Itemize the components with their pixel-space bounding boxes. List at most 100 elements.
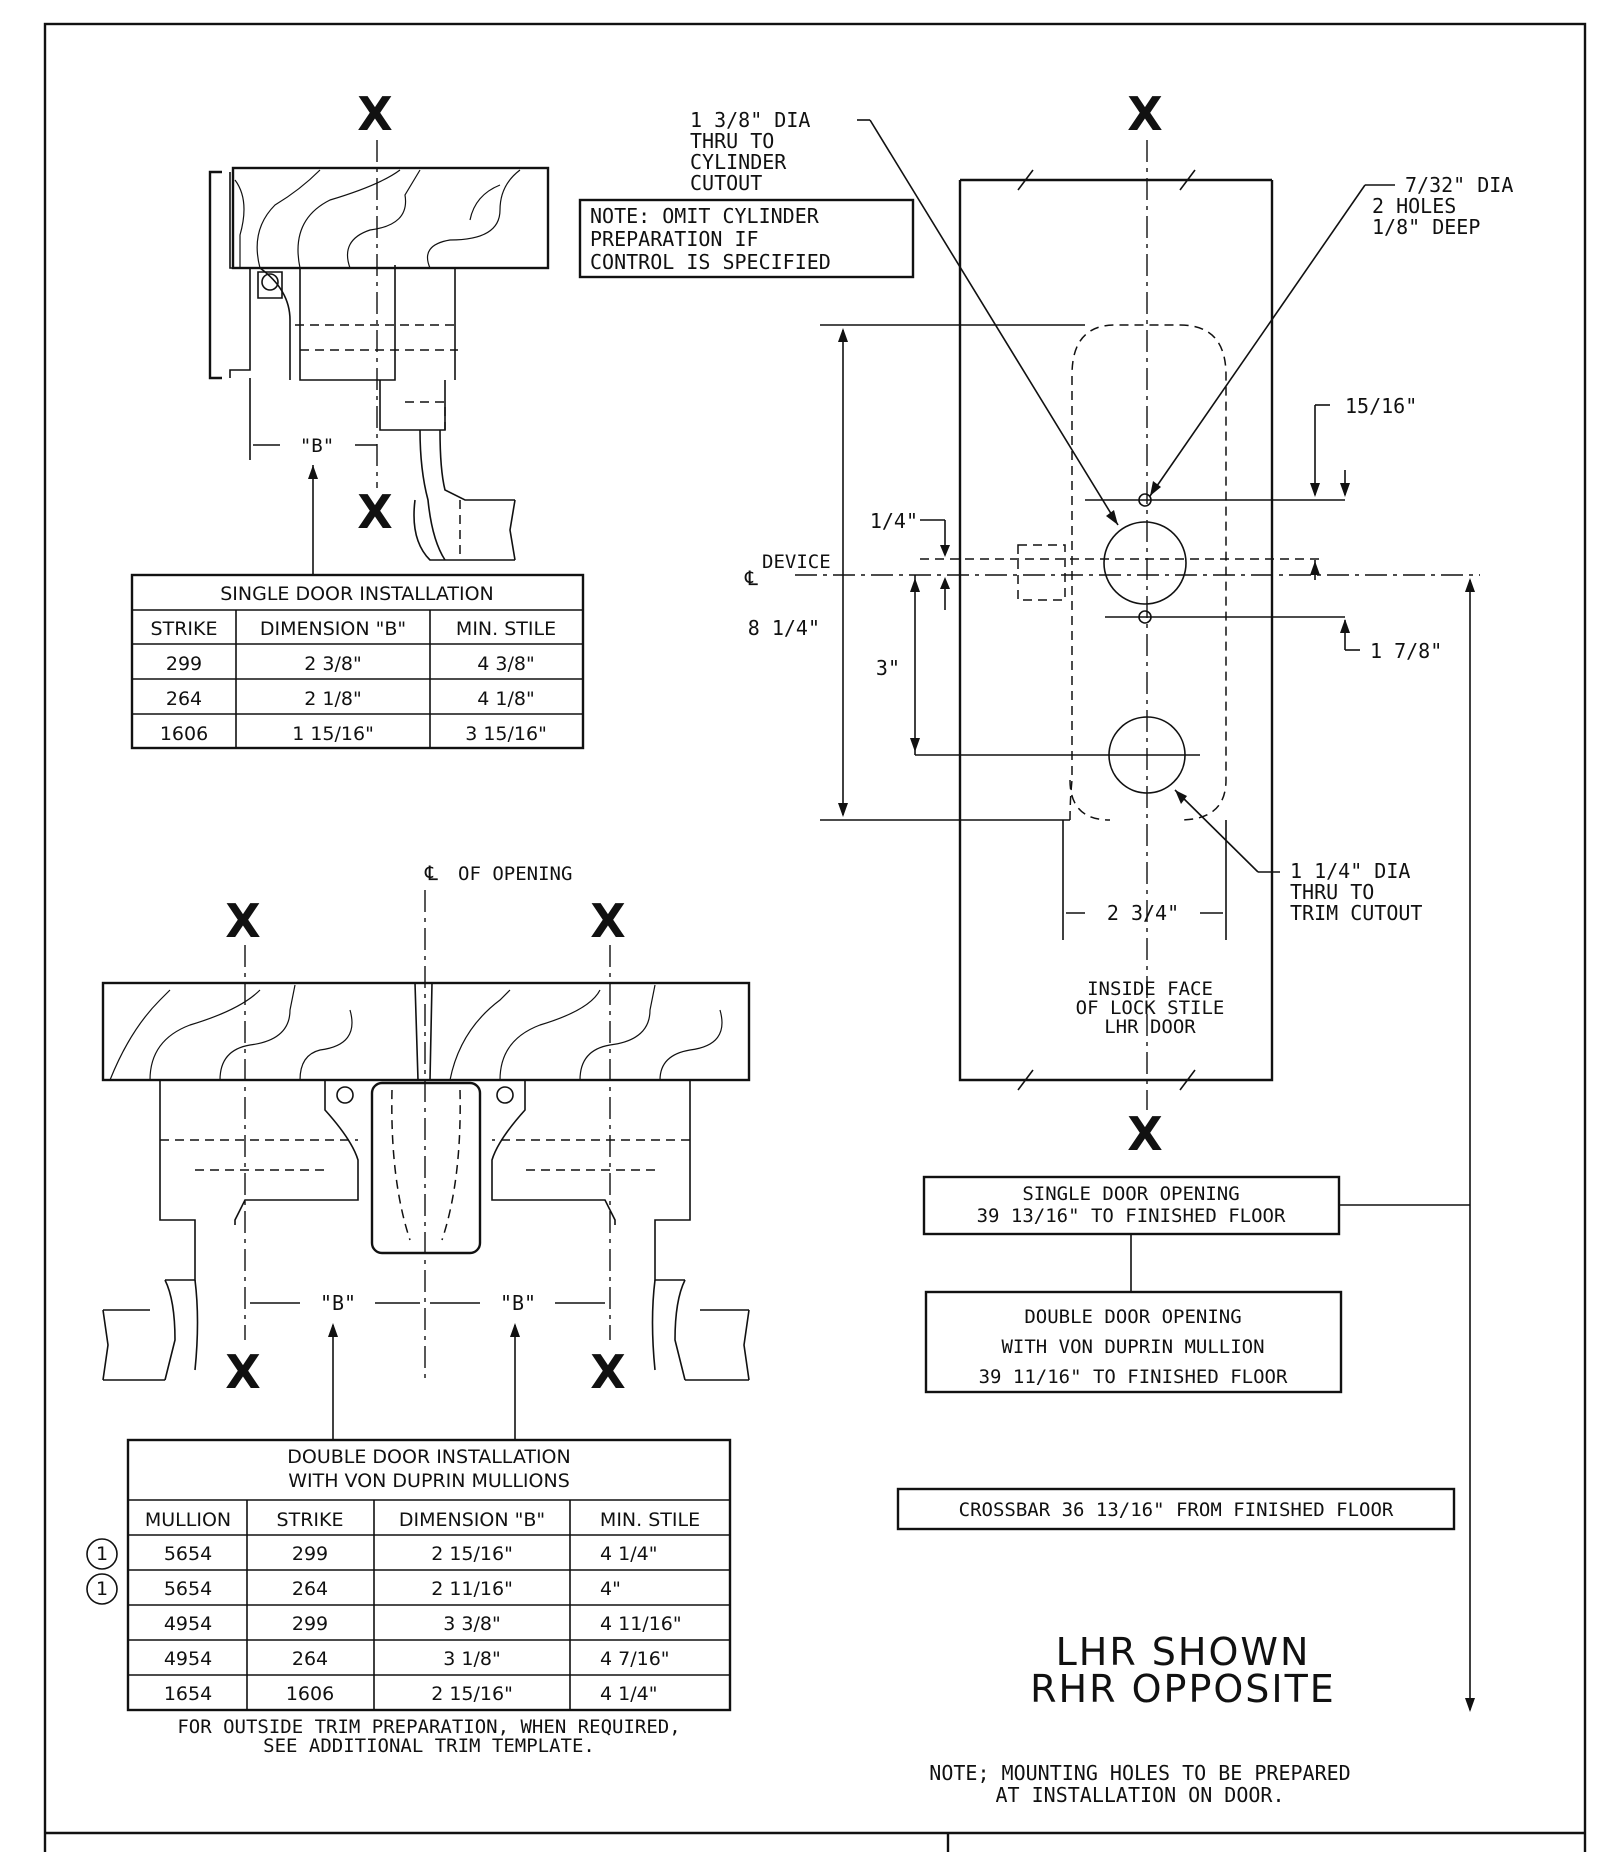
table-cell: 299: [292, 1613, 328, 1635]
single-door-section: X X "B": [208, 87, 550, 575]
table-cell: 4 7/16": [600, 1648, 670, 1670]
dim-1-7-8: 1 7/8": [1370, 639, 1442, 663]
of-opening-label: OF OPENING: [458, 863, 572, 885]
table-cell: 4 1/8": [477, 688, 534, 710]
table-cell: 4": [600, 1578, 621, 1600]
dim-b-right: "B": [500, 1291, 536, 1315]
table-cell: 5654: [164, 1543, 212, 1565]
lock-stile-template: X X 8 1/4" 3" 1/4": [744, 87, 1513, 1712]
table-cell: 2 15/16": [431, 1543, 513, 1565]
outside-trim-note-2: SEE ADDITIONAL TRIM TEMPLATE.: [263, 1735, 595, 1757]
table-cell: 264: [292, 1648, 328, 1670]
x-mark-bottom-right: X: [1127, 1107, 1162, 1161]
double-header-strike: STRIKE: [277, 1509, 344, 1531]
note-line: 39 13/16" TO FINISHED FLOOR: [977, 1205, 1286, 1227]
single-table-title: SINGLE DOOR INSTALLATION: [220, 583, 494, 605]
note-line: CONTROL IS SPECIFIED: [590, 250, 831, 274]
sheet-border: [43, 22, 1587, 1852]
table-cell: 2 1/8": [304, 688, 361, 710]
note-line: THRU TO: [690, 129, 774, 153]
note-line: 39 11/16" TO FINISHED FLOOR: [979, 1366, 1288, 1388]
note-line: CYLINDER: [690, 150, 787, 174]
table-cell: 1606: [160, 723, 208, 745]
handing-line-1: LHR SHOWN: [1056, 1630, 1311, 1674]
dim-3: 3": [876, 656, 900, 680]
note-line: CUTOUT: [690, 171, 762, 195]
x-mark-top-left: X: [357, 87, 392, 141]
door-wood: [231, 166, 550, 270]
note-line: 1 3/8" DIA: [690, 108, 810, 132]
dim-15-16: 15/16": [1345, 394, 1417, 418]
double-opening-box: [924, 1290, 1343, 1394]
table-cell: 3 3/8": [443, 1613, 500, 1635]
cl-device-symbol: ℄: [744, 566, 758, 590]
note-line: THRU TO: [1290, 880, 1374, 904]
device-label: DEVICE: [762, 551, 831, 573]
table-cell: 4 3/8": [477, 653, 534, 675]
table-cell: 299: [166, 653, 202, 675]
double-header-stile: MIN. STILE: [600, 1509, 700, 1531]
note-line: 1/8" DEEP: [1372, 215, 1480, 239]
table-cell: 1606: [286, 1683, 334, 1705]
note-marker-circle: [86, 1538, 118, 1570]
note-line: WITH VON DUPRIN MULLION: [1001, 1336, 1264, 1358]
note-line: 2 HOLES: [1372, 194, 1456, 218]
dim-b-left: "B": [320, 1291, 356, 1315]
single-header-stile: MIN. STILE: [456, 618, 556, 640]
note-marker: 1: [96, 1578, 108, 1600]
dim-8-1-4: 8 1/4": [748, 616, 820, 640]
table-cell: 3 1/8": [443, 1648, 500, 1670]
double-header-mullion: MULLION: [145, 1509, 231, 1531]
x-mark-dd-left-low: X: [225, 1345, 260, 1399]
omit-cylinder-box: [578, 198, 915, 279]
double-table-title-2: WITH VON DUPRIN MULLIONS: [288, 1470, 570, 1492]
double-door-wood: [101, 981, 751, 1082]
table-cell: 4 1/4": [600, 1683, 657, 1705]
table-cell: 1 15/16": [292, 723, 374, 745]
x-mark-dd-left: X: [225, 894, 260, 948]
table-cell: 4 1/4": [600, 1543, 657, 1565]
mounting-note-2: AT INSTALLATION ON DOOR.: [996, 1783, 1285, 1807]
note-line: NOTE: OMIT CYLINDER: [590, 204, 820, 228]
mullion: [370, 1081, 482, 1255]
table-cell: 4954: [164, 1648, 212, 1670]
dim-1-4: 1/4": [870, 509, 918, 533]
table-cell: 264: [166, 688, 202, 710]
note-line: DOUBLE DOOR OPENING: [1024, 1306, 1241, 1328]
table-cell: 3 15/16": [465, 723, 547, 745]
note-marker: 1: [96, 1543, 108, 1565]
x-mark-top-left-lower: X: [357, 485, 392, 539]
table-cell: 264: [292, 1578, 328, 1600]
note-line: INSIDE FACE: [1087, 978, 1213, 1000]
double-door-section: ℄ OF OPENING X X X X: [101, 861, 751, 1440]
x-mark-dd-right: X: [590, 894, 625, 948]
note-line: OF LOCK STILE: [1076, 997, 1225, 1019]
note-marker-circle: [86, 1573, 118, 1605]
double-table-rows: 5654 299 2 15/16" 4 1/4" 1 5654 264 2 11/16" 4" 1…: [86, 1538, 682, 1705]
note-line: TRIM CUTOUT: [1290, 901, 1422, 925]
note-line: LHR DOOR: [1104, 1016, 1196, 1038]
outside-trim-note-1: FOR OUTSIDE TRIM PREPARATION, WHEN REQUI…: [177, 1716, 680, 1738]
single-header-strike: STRIKE: [151, 618, 218, 640]
note-line: PREPARATION IF: [590, 227, 759, 251]
table-cell: 4954: [164, 1613, 212, 1635]
dim-2-3-4: 2 3/4": [1107, 901, 1179, 925]
cl-opening-symbol: ℄: [424, 861, 438, 885]
table-cell: 299: [292, 1543, 328, 1565]
crossbar-box: [896, 1487, 1456, 1531]
handing-line-2: RHR OPPOSITE: [1030, 1667, 1336, 1711]
x-mark-top-right: X: [1127, 87, 1162, 141]
note-line: SINGLE DOOR OPENING: [1022, 1183, 1239, 1205]
single-header-dim: DIMENSION "B": [260, 618, 406, 640]
table-cell: 1654: [164, 1683, 212, 1705]
table-cell: 4 11/16": [600, 1613, 682, 1635]
opening-notes: SINGLE DOOR OPENING 39 13/16" TO FINISHE…: [896, 1175, 1456, 1807]
note-line: 1 1/4" DIA: [1290, 859, 1410, 883]
note-line: 7/32" DIA: [1405, 173, 1513, 197]
table-cell: 2 11/16": [431, 1578, 513, 1600]
table-cell: 5654: [164, 1578, 212, 1600]
mounting-note-1: NOTE; MOUNTING HOLES TO BE PREPARED: [929, 1761, 1350, 1785]
table-cell: 2 3/8": [304, 653, 361, 675]
double-door-table: DOUBLE DOOR INSTALLATION WITH VON DUPRIN…: [86, 1438, 732, 1757]
